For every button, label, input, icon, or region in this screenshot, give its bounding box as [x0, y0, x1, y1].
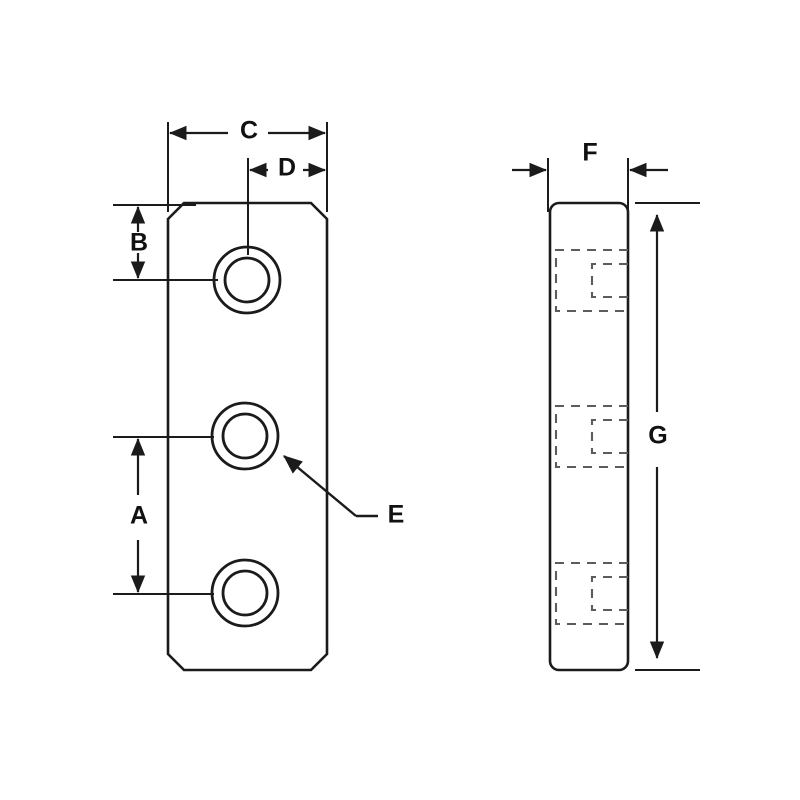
dimension-label-c: C [240, 117, 258, 145]
side-plate-outline [548, 201, 630, 672]
front-plate-outline [166, 201, 329, 672]
side-view [548, 201, 630, 672]
dimension-label-f: F [582, 139, 597, 167]
dimension-label-b: B [130, 229, 148, 257]
dimension-b: B [113, 204, 218, 281]
dimension-g: G [635, 202, 700, 671]
counterbore-middle [554, 404, 628, 469]
counterbore-bottom [554, 561, 628, 626]
dimension-a: A [113, 436, 214, 595]
dimension-f: F [512, 139, 668, 212]
leader-e: E [283, 455, 405, 529]
dimension-c: C [167, 117, 328, 212]
dimension-d: D [247, 154, 327, 255]
dimension-label-a: A [130, 502, 148, 530]
dimension-label-g: G [648, 422, 667, 450]
dimension-label-d: D [278, 154, 296, 182]
counterbore-top [554, 248, 628, 313]
dimension-label-e: E [388, 501, 405, 529]
